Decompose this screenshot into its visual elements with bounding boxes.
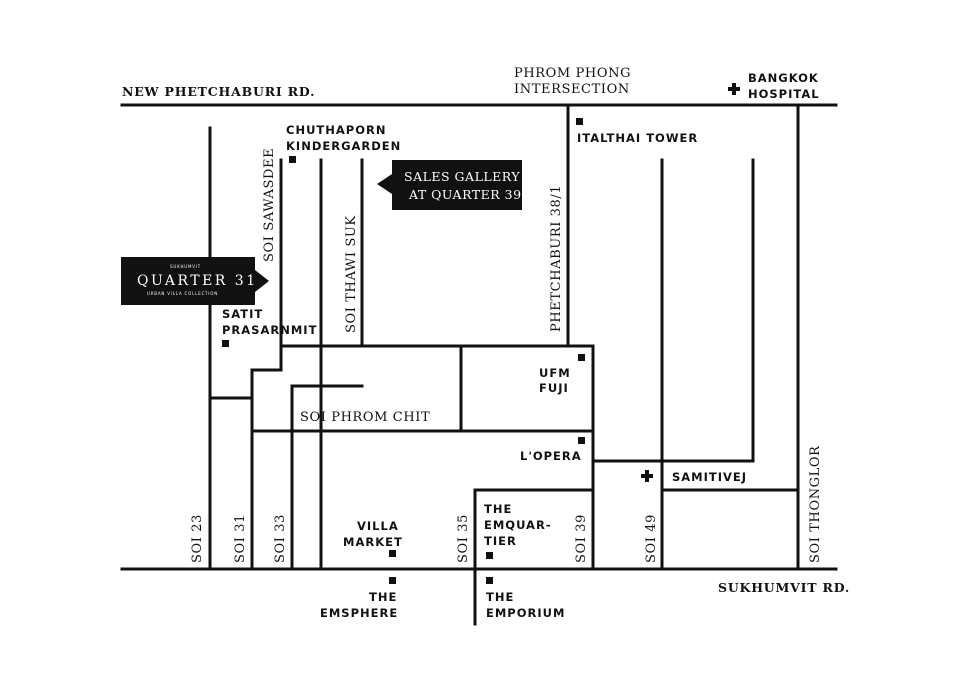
satit-marker xyxy=(222,340,229,347)
soi-39-label: SOI 39 xyxy=(574,514,589,563)
soi-phrom-chit-label: SOI PHROM CHIT xyxy=(300,410,430,425)
chuthaporn-marker xyxy=(289,156,296,163)
road-network xyxy=(120,103,838,626)
ufm-label-1: UFM xyxy=(539,366,571,380)
lopera-marker xyxy=(578,437,585,444)
soi-33-label: SOI 33 xyxy=(273,514,288,563)
place-markers xyxy=(222,118,585,584)
emporium-marker xyxy=(486,577,493,584)
soi-49-label: SOI 49 xyxy=(644,514,659,563)
satit-label-2: PRASARNMIT xyxy=(222,323,317,337)
sales-gallery-callout: SALES GALLERY AT QUARTER 39 xyxy=(377,160,522,210)
quarter-31-callout: SUKHUMVIT QUARTER 31 URBAN VILLA COLLECT… xyxy=(121,257,269,305)
chuthaporn-label-2: KINDERGARDEN xyxy=(286,139,401,153)
soi-31-label: SOI 31 xyxy=(233,514,248,563)
emquartier-label-3: TIER xyxy=(484,534,517,548)
new-phetchaburi-label: NEW PHETCHABURI RD. xyxy=(122,84,315,99)
quarter-31-pointer-icon xyxy=(121,257,269,305)
italthai-label: ITALTHAI TOWER xyxy=(577,131,698,145)
logo-top-label: SUKHUMVIT xyxy=(170,264,201,269)
ufm-label-2: FUJI xyxy=(539,381,569,395)
emquartier-marker xyxy=(486,552,493,559)
phrom-phong-label-1: PHROM PHONG xyxy=(514,66,631,81)
emporium-label-1: THE xyxy=(486,590,514,604)
soi-sawasdee-label: SOI SAWASDEE xyxy=(262,148,277,262)
soi-35-label: SOI 35 xyxy=(456,514,471,563)
emsphere-label-1: THE xyxy=(369,590,397,604)
emporium-label-2: EMPORIUM xyxy=(486,606,565,620)
italthai-marker xyxy=(576,118,583,125)
villa-market-label-1: VILLA xyxy=(357,519,399,533)
emquartier-label-2: EMQUAR- xyxy=(484,518,552,532)
sukhumvit-label: SUKHUMVIT RD. xyxy=(718,580,850,595)
sales-gallery-label-2: AT QUARTER 39 xyxy=(408,187,522,202)
villa-market-label-2: MARKET xyxy=(343,535,403,549)
phrom-phong-label-2: INTERSECTION xyxy=(514,82,630,97)
samitivej-cross-icon xyxy=(641,470,653,482)
lopera-label: L'OPERA xyxy=(520,449,582,463)
sales-gallery-label-1: SALES GALLERY xyxy=(404,169,520,184)
ufm-marker xyxy=(578,354,585,361)
phetchaburi-38-1-label: PHETCHABURI 38/1 xyxy=(549,185,564,332)
sales-gallery-pointer-icon xyxy=(377,160,522,210)
emsphere-label-2: EMSPHERE xyxy=(320,606,398,620)
villa-market-marker xyxy=(389,550,396,557)
satit-label-1: SATIT xyxy=(222,307,263,321)
bangkok-hospital-label-1: BANGKOK xyxy=(748,71,819,85)
soi-thonglor-label: SOI THONGLOR xyxy=(808,445,823,563)
hospital-cross-icon xyxy=(728,83,740,95)
emquartier-label-1: THE xyxy=(484,502,512,516)
samitivej-label: SAMITIVEJ xyxy=(672,470,747,484)
emsphere-marker xyxy=(389,577,396,584)
soi-thawi-suk-label: SOI THAWI SUK xyxy=(344,215,359,333)
logo-sub-label: URBAN VILLA COLLECTION xyxy=(147,291,218,296)
soi-23-label: SOI 23 xyxy=(190,514,205,563)
bangkok-hospital-label-2: HOSPITAL xyxy=(748,87,820,101)
chuthaporn-label-1: CHUTHAPORN xyxy=(286,123,386,137)
logo-main-label: QUARTER 31 xyxy=(137,273,258,289)
